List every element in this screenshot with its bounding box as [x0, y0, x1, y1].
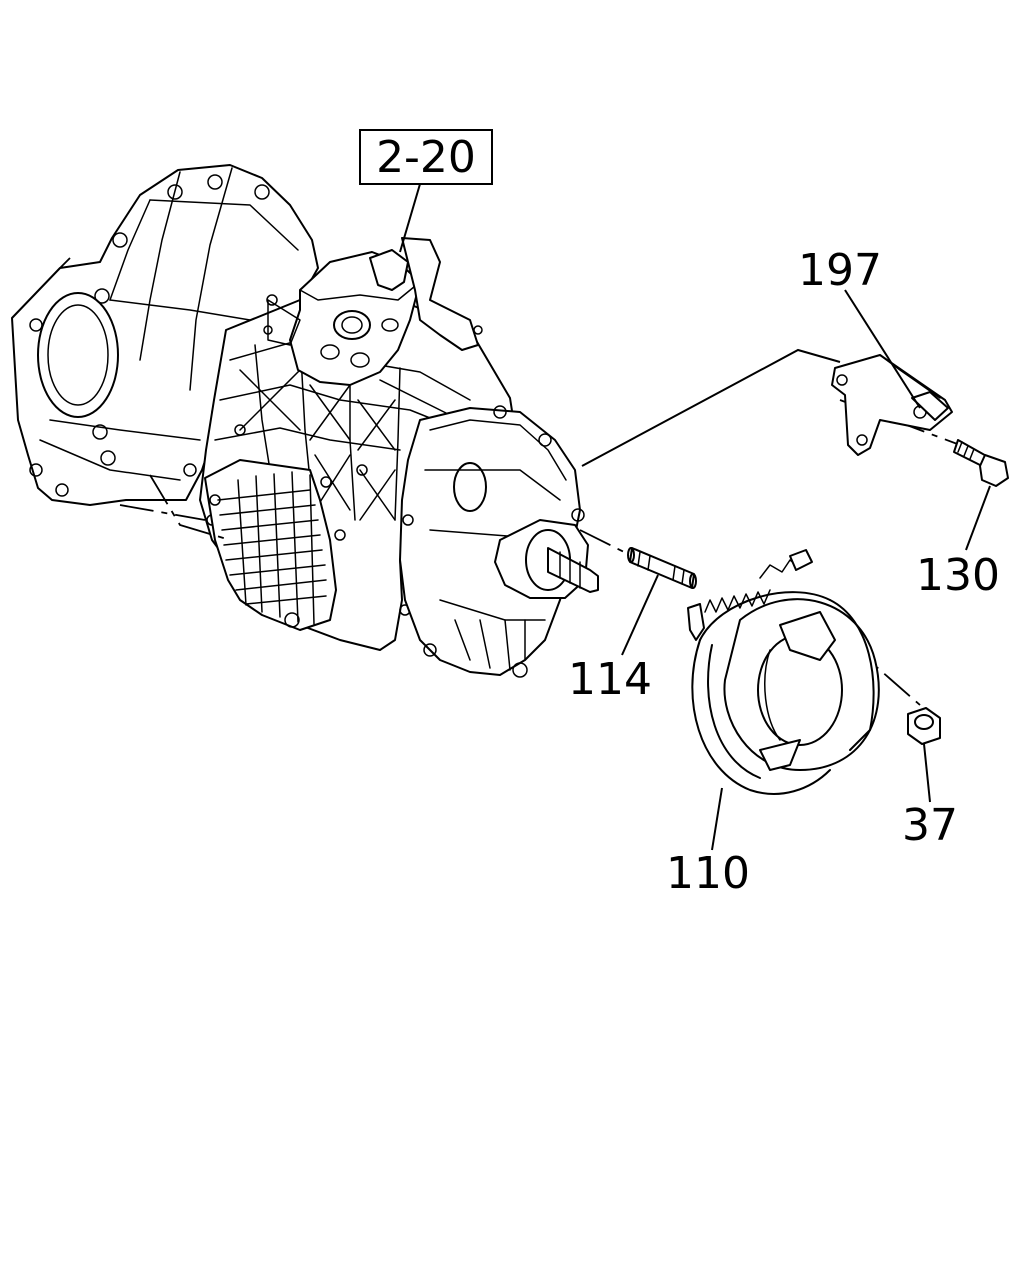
- side-cover-grille: [217, 471, 327, 625]
- side-cover: [204, 459, 337, 631]
- bracket-link-line: [581, 348, 841, 467]
- leader-130: [965, 485, 991, 551]
- callout-110[interactable]: 110: [666, 848, 750, 899]
- reference-box-label: 2-20: [376, 132, 476, 183]
- bolt-130: [953, 439, 1009, 487]
- stud-114: [627, 547, 697, 589]
- nut-37: [907, 707, 941, 745]
- callout-130[interactable]: 130: [916, 550, 1000, 601]
- reference-box-2-20[interactable]: 2-20: [359, 129, 493, 185]
- leader-2-20: [399, 183, 421, 253]
- bell-opening: [37, 292, 119, 418]
- leader-110: [711, 787, 723, 851]
- leader-114: [621, 574, 659, 656]
- callout-197[interactable]: 197: [798, 245, 882, 296]
- brake-assembly-110: [687, 549, 880, 795]
- bracket-197: [831, 354, 953, 456]
- callout-37[interactable]: 37: [902, 800, 958, 851]
- leader-37: [923, 743, 931, 803]
- bell-opening-inner: [47, 304, 109, 406]
- callout-114[interactable]: 114: [568, 654, 652, 705]
- tower-bracket: [401, 237, 479, 351]
- transmission-assembly: [11, 164, 599, 678]
- brake-spring: [704, 589, 771, 613]
- leader-197: [844, 289, 921, 409]
